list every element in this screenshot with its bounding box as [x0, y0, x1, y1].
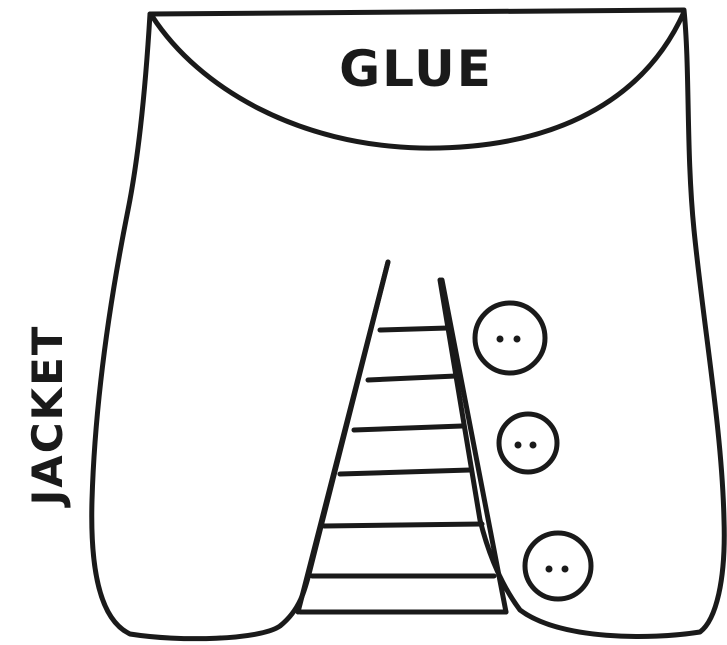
glue-label: GLUE: [339, 40, 493, 98]
stripe: [354, 426, 462, 430]
button-outline: [475, 303, 545, 373]
button-hole: [546, 566, 553, 573]
button-hole: [562, 566, 569, 573]
button: [525, 533, 591, 599]
stripe: [380, 328, 448, 330]
button-hole: [514, 336, 521, 343]
button-outline: [499, 414, 557, 472]
button: [499, 414, 557, 472]
button: [475, 303, 545, 373]
shirt-stripes: [300, 328, 506, 612]
stripe: [368, 376, 456, 380]
jacket-label: JACKET: [23, 325, 72, 509]
stripe: [324, 524, 482, 526]
opening-left-edge: [298, 262, 388, 612]
button-outline: [525, 533, 591, 599]
jacket-body-outline-left: [92, 14, 388, 639]
button-hole: [530, 442, 537, 449]
jacket-body-outline: [150, 10, 724, 637]
button-hole: [515, 442, 522, 449]
stripe: [340, 470, 470, 474]
button-hole: [497, 336, 504, 343]
